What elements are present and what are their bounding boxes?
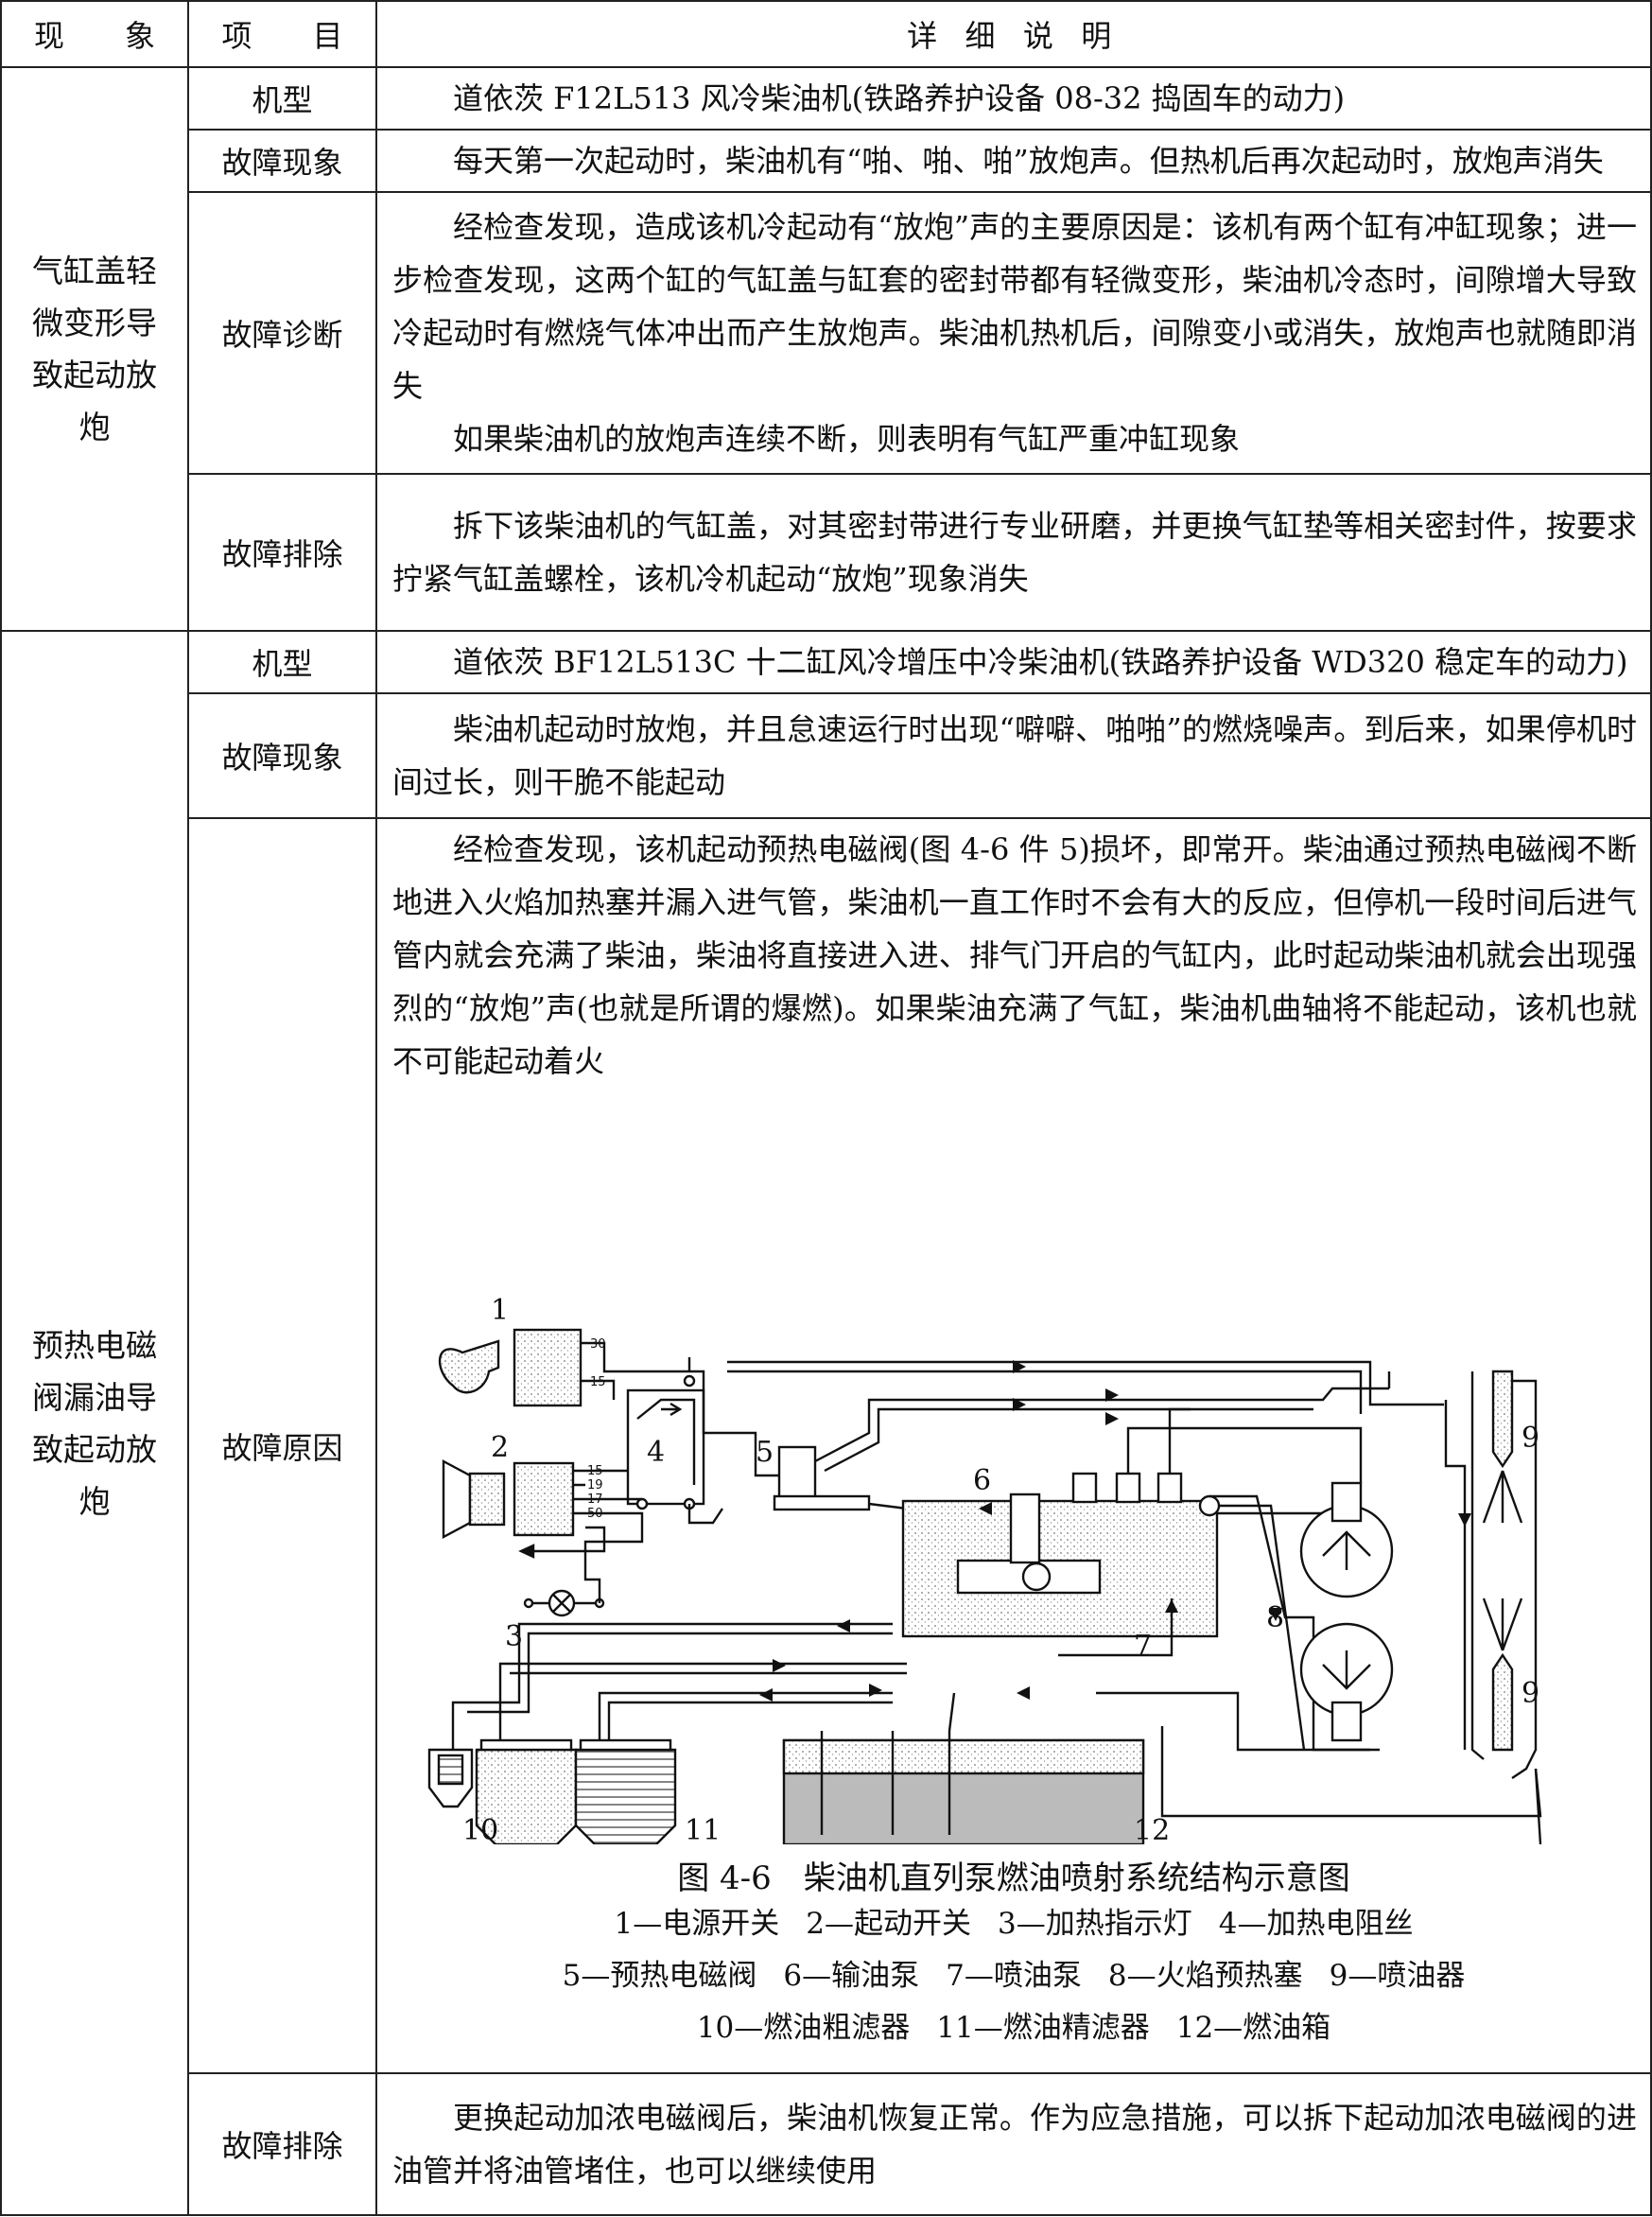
case1-label-symptom: 故障现象 [187, 129, 377, 193]
legend-item: 11—燃油精滤器 [936, 2011, 1150, 2045]
callout-4: 4 [647, 1436, 665, 1469]
callout-10: 10 [462, 1814, 498, 1844]
heating-indicator-lamp-icon [523, 1589, 605, 1617]
callout-7: 7 [1134, 1630, 1152, 1663]
callout-9b: 9 [1522, 1677, 1539, 1710]
case2-label-remedy: 故障排除 [187, 2072, 377, 2216]
table-row: 故障排除 更换起动加浓电磁阀后，柴油机恢复正常。作为应急措施，可以拆下起动加浓电… [1, 2072, 1652, 2216]
case1-diagnosis: 经检查发现，造成该机冷起动有“放炮”声的主要原因是：该机有两个缸有冲缸现象；进一… [375, 191, 1652, 475]
case2-cause-text: 经检查发现，该机起动预热电磁阀(图 4-6 件 5)损坏，即常开。柴油通过预热电… [392, 831, 1637, 1079]
case2-phenomenon: 预热电磁阀漏油导致起动放炮 [0, 630, 189, 2216]
terminal-sw2-50: 50 [587, 1507, 603, 1521]
case2-model: 道依茨 BF12L513C 十二缸风冷增压中冷柴油机(铁路养护设备 WD320 … [375, 630, 1652, 694]
case2-label-cause: 故障原因 [187, 817, 377, 2074]
legend-row-3: 10—燃油粗滤器 11—燃油精滤器 12—燃油箱 [377, 2002, 1650, 2054]
heating-resistor-icon [626, 1374, 705, 1510]
case1-label-diagnosis: 故障诊断 [187, 191, 377, 475]
fine-filter-icon [475, 1738, 677, 1844]
legend-row-1: 1—电源开关 2—起动开关 3—加热指示灯 4—加热电阻丝 [377, 1898, 1650, 1950]
flame-preheat-plug-icon [1299, 1481, 1394, 1742]
fuel-transfer-pump-icon [956, 1493, 1102, 1595]
figure-caption: 图 4-6 柴油机直列泵燃油喷射系统结构示意图 [677, 1859, 1350, 1897]
header-detail: 详 细 说 明 [375, 0, 1652, 68]
terminal-sw1-15: 15 [590, 1375, 606, 1389]
terminal-sw2-19: 19 [587, 1478, 603, 1493]
case1-remedy: 拆下该柴油机的气缸盖，对其密封带进行专业研磨，并更换气缸垫等相关密封件，按要求拧… [375, 473, 1652, 632]
header-item: 项 目 [187, 0, 377, 68]
fuel-injector-icon [1482, 1370, 1523, 1752]
header-phenomenon: 现 象 [0, 0, 189, 68]
injection-pump-icon [901, 1499, 1219, 1638]
table-row: 预热电磁阀漏油导致起动放炮 机型 道依茨 BF12L513C 十二缸风冷增压中冷… [0, 630, 1652, 2216]
callout-6: 6 [973, 1464, 991, 1497]
callout-3: 3 [505, 1620, 523, 1653]
table-row: 故障排除 拆下该柴油机的气缸盖，对其密封带进行专业研磨，并更换气缸垫等相关密封件… [1, 473, 1652, 632]
callout-9a: 9 [1522, 1422, 1539, 1455]
legend-item: 8—火焰预热塞 [1107, 1959, 1303, 1993]
case1-label-model: 机型 [187, 66, 377, 131]
case1-model: 道依茨 F12L513 风冷柴油机(铁路养护设备 08-32 捣固车的动力) [375, 66, 1652, 131]
table-row: 故障现象 每天第一次起动时，柴油机有“啪、啪、啪”放炮声。但热机后再次起动时，放… [1, 129, 1652, 193]
legend-item: 2—起动开关 [806, 1907, 971, 1941]
table-row: 气缸盖轻微变形导致起动放炮 机型 道依茨 F12L513 风冷柴油机(铁路养护设… [0, 66, 1652, 632]
legend-item: 10—燃油粗滤器 [696, 2011, 911, 2045]
callout-5: 5 [756, 1436, 774, 1469]
callout-2: 2 [491, 1431, 509, 1464]
preheat-solenoid-valve-icon [773, 1445, 871, 1511]
case2-remedy: 更换起动加浓电磁阀后，柴油机恢复正常。作为应急措施，可以拆下起动加浓电磁阀的进油… [375, 2072, 1652, 2216]
legend-item: 5—预热电磁阀 [562, 1959, 757, 1993]
callout-1: 1 [491, 1294, 509, 1327]
table-header-row: 现 象 项 目 详 细 说 明 [0, 0, 1652, 68]
legend-item: 9—喷油器 [1329, 1959, 1466, 1993]
callout-12: 12 [1134, 1814, 1170, 1844]
fuel-system-diagram: 1 2 3 4 5 6 7 8 9 9 10 11 12 30 15 [427, 1294, 1542, 1844]
terminal-sw2-17: 17 [587, 1493, 603, 1507]
coarse-filter-icon [427, 1748, 474, 1808]
legend-item: 4—加热电阻丝 [1218, 1907, 1414, 1941]
legend-row-2: 5—预热电磁阀 6—输油泵 7—喷油泵 8—火焰预热塞 9—喷油器 [377, 1950, 1650, 2002]
case1-label-remedy: 故障排除 [187, 473, 377, 632]
case2-label-symptom: 故障现象 [187, 692, 377, 819]
start-switch-icon [442, 1458, 585, 1540]
case1-phenomenon: 气缸盖轻微变形导致起动放炮 [0, 66, 189, 632]
terminal-sw1-30: 30 [590, 1337, 606, 1352]
figure-legend: 1—电源开关 2—起动开关 3—加热指示灯 4—加热电阻丝 5—预热电磁阀 6—输油泵 7… [377, 1898, 1650, 2054]
legend-item: 1—电源开关 [614, 1907, 780, 1941]
legend-item: 7—喷油泵 [946, 1959, 1082, 1993]
table-row: 故障诊断 经检查发现，造成该机冷起动有“放炮”声的主要原因是：该机有两个缸有冲缸… [1, 191, 1652, 475]
case2-label-model: 机型 [187, 630, 377, 694]
legend-item: 12—燃油箱 [1175, 2011, 1331, 2045]
table-row: 故障现象 柴油机起动时放炮，并且怠速运行时出现“噼噼、啪啪”的燃烧噪声。到后来，… [1, 692, 1652, 819]
legend-item: 3—加热指示灯 [998, 1907, 1192, 1941]
case2-symptom: 柴油机起动时放炮，并且怠速运行时出现“噼噼、啪啪”的燃烧噪声。到后来，如果停机时… [375, 692, 1652, 819]
power-switch-icon [439, 1328, 593, 1407]
terminal-sw2-15: 15 [587, 1464, 603, 1478]
case1-symptom: 每天第一次起动时，柴油机有“啪、啪、啪”放炮声。但热机后再次起动时，放炮声消失 [375, 129, 1652, 193]
table-row: 故障原因 经检查发现，该机起动预热电磁阀(图 4-6 件 5)损坏，即常开。柴油… [1, 817, 1652, 2074]
case2-cause: 经检查发现，该机起动预热电磁阀(图 4-6 件 5)损坏，即常开。柴油通过预热电… [375, 817, 1652, 2074]
callout-11: 11 [685, 1814, 721, 1844]
fuel-tank-icon [782, 1731, 1145, 1844]
callout-8: 8 [1266, 1601, 1284, 1634]
legend-item: 6—输油泵 [783, 1959, 920, 1993]
flow-arrows [759, 1360, 1471, 1702]
